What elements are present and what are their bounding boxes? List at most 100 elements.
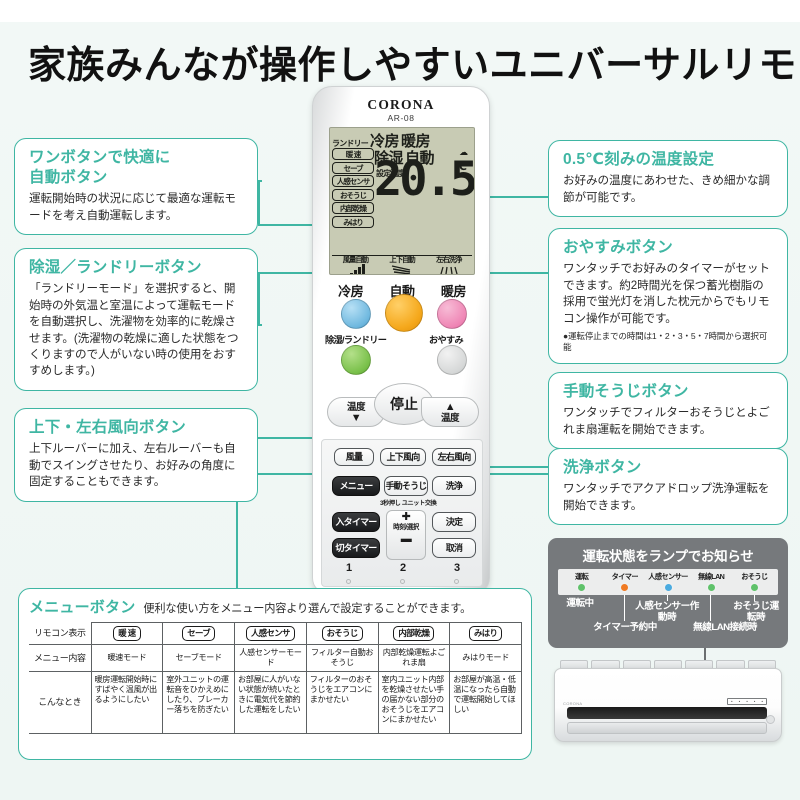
lamp-item-sensor: 人感センサー <box>646 572 689 591</box>
connector-auto-b <box>258 180 262 182</box>
lcdpill-4: 内部乾燥 <box>393 626 435 641</box>
number-row: 1 2 3 <box>322 562 484 574</box>
lamp-led-operation <box>578 584 586 591</box>
unit-lamp-dot-5: ● <box>761 700 763 703</box>
leftright-louver-svg <box>440 266 458 274</box>
connector-wash <box>455 473 548 475</box>
temp-up-label: 温度 <box>440 413 460 424</box>
lamp-item-operation: 運転 <box>560 572 603 591</box>
wash-button[interactable]: 洗浄 <box>432 476 476 496</box>
lcd-mode-row: ランドリー 冷房 暖房 <box>332 130 472 150</box>
lcd-leftright-label: 左右洗浄 <box>436 255 462 264</box>
usecase-cell-5: お部屋が高温・低温になったら自動で運転開始してほしい <box>449 671 522 734</box>
connector-auto-v <box>258 180 260 226</box>
temp-down-label: 温度 <box>346 402 366 413</box>
unit-shell: CORONA ● ● ● ● ● <box>554 668 782 742</box>
sleep-button[interactable] <box>437 345 467 375</box>
lcd-secondmode-row: 除湿 自動 <box>374 147 472 168</box>
lamp-led-wlan <box>707 584 715 591</box>
lamp-callout-clean: おそうじ運転時 <box>733 601 779 623</box>
callout-auto-heading-line1: ワンボタンで快適に <box>29 149 171 166</box>
content-cell-1: セーブモード <box>162 644 235 672</box>
leftright-louver-icon <box>425 263 472 274</box>
lcdpill-2: 人感センサ <box>245 626 295 641</box>
temp-up-button[interactable]: ▲ 温度 <box>421 397 479 427</box>
manual-clean-button[interactable]: 手動そうじ <box>384 476 428 496</box>
minus-icon[interactable]: ▬ <box>400 533 412 545</box>
menu-table: リモコン表示 暖 速 セーブ 人感センサ おそうじ 内部乾燥 みはり メニュー内… <box>29 622 522 734</box>
brand-logo: CORONA <box>367 97 435 112</box>
callout-wash-body: ワンタッチでアクアドロップ洗浄運転を開始できます。 <box>563 482 770 512</box>
lcd-tag-column: 暖 速 セーブ 人感センサ おそうじ 内部乾燥 みはり <box>332 147 374 255</box>
display-cell-2: 人感センサ <box>234 622 307 645</box>
updown-wind-button[interactable]: 上下風向 <box>380 448 426 466</box>
lcd-unit-label: ℃ <box>453 160 467 173</box>
chevron-down-icon: ▼ <box>350 412 362 424</box>
menu-card-title: メニューボタン <box>29 599 136 616</box>
number-2: 2 <box>399 562 407 574</box>
cancel-button[interactable]: 取消 <box>432 538 476 558</box>
fan-bars-icon <box>332 264 379 274</box>
callout-wind-body: 上下ルーバーに加え、左右ルーバーも自動でスイングさせたり、お好みの角度に固定する… <box>29 442 236 489</box>
content-cell-4: 内部乾燥運転よごれま扇 <box>377 644 451 672</box>
unit-lamp-dot-3: ● <box>746 700 748 703</box>
lcdpill-0: 暖 速 <box>113 626 141 641</box>
callout-wash-button: 洗浄ボタン ワンタッチでアクアドロップ洗浄運転を開始できます。 <box>548 448 788 526</box>
lamp-item-wlan: 無線LAN <box>690 572 733 591</box>
callout-auto-button: ワンボタンで快適に 自動ボタン 運転開始時の状況に応じて最適な運転モードを考え自… <box>14 138 258 236</box>
usecase-cell-2: お部屋に人がいない状態が続いたときに電気代を節約した運転をしたい <box>234 671 307 734</box>
callout-manual-clean-button: 手動そうじボタン ワンタッチでフィルターおそうじとよごれま扇運転を開始できます。 <box>548 372 788 450</box>
callout-auto-heading: ワンボタンで快適に 自動ボタン <box>29 148 245 188</box>
lcd-cool-indicator: 冷房 <box>370 132 400 150</box>
leftright-wind-button[interactable]: 左右風向 <box>432 448 476 466</box>
menu-card-subtitle: 便利な使い方をメニュー内容より選んで設定することができます。 <box>143 603 472 615</box>
page-title: 家族みんなが操作しやすいユニバーサルリモコン <box>28 45 800 87</box>
connector-dry <box>258 272 314 274</box>
callout-auto-heading-line2: 自動ボタン <box>29 169 108 187</box>
lcd-set-temp-label: 設定温度 <box>376 169 406 178</box>
callout-sleep-body: ワンタッチでお好みのタイマーがセットできます。約2時間光を保つ蓄光樹脂の採用で蛍… <box>563 262 770 325</box>
display-cell-3: おそうじ <box>305 622 379 645</box>
usecase-cell-3: フィルターのおそうじをエアコンにまかせたい <box>305 671 379 734</box>
lower-keypad-panel: 風量 上下風向 左右風向 メニュー 手動そうじ 洗浄 3秒押し ユニット交換 入… <box>321 439 483 587</box>
callout-wash-heading: 洗浄ボタン <box>563 459 642 476</box>
auto-button[interactable] <box>385 294 423 332</box>
confirm-button[interactable]: 決定 <box>432 512 476 532</box>
heat-button[interactable] <box>437 299 467 329</box>
lcd-airflow-labels: 風量自動 上下自動 左右洗浄 <box>332 255 472 264</box>
lamp-item-timer: タイマー <box>603 572 646 591</box>
callout-dry-laundry-button: 除湿／ランドリーボタン 「ランドリーモード」を選択すると、開始時の外気温と室温に… <box>14 248 258 391</box>
unit-logo: CORONA <box>563 701 583 706</box>
indoor-unit-illustration: CORONA ● ● ● ● ● <box>554 660 782 746</box>
connector-dry-b <box>258 324 262 326</box>
table-row-content: メニュー内容 暖速モード セーブモード 人感センサーモード フィルター自動おそう… <box>29 644 522 672</box>
wifi-icon: ☁ <box>459 148 468 158</box>
dry-laundry-button[interactable] <box>341 345 371 375</box>
lamp-tick-sensor <box>667 595 669 601</box>
callout-dry-body: 「ランドリーモード」を選択すると、開始時の外気温と室温によって運転モードを自動選… <box>29 282 239 378</box>
off-timer-button[interactable]: 切タイマー <box>332 538 380 558</box>
lamp-callout-sensor: 人感センサー作動時 <box>635 601 699 623</box>
label-heat: 暖房 <box>440 284 467 299</box>
table-row-usecase: こんなとき 暖房運転開始時にすばやく温風が出るようにしたい 室外ユニットの運転音… <box>29 671 522 734</box>
unit-lamp-dot-4: ● <box>753 700 756 703</box>
cool-button[interactable] <box>341 299 371 329</box>
plus-icon[interactable]: ✚ <box>401 511 411 523</box>
fan-speed-button[interactable]: 風量 <box>334 448 374 466</box>
on-timer-button[interactable]: 入タイマー <box>332 512 380 532</box>
menu-button[interactable]: メニュー <box>332 476 380 496</box>
lamp-name-timer: タイマー <box>611 572 639 581</box>
updown-louver-icon <box>379 263 426 274</box>
row-header-usecase: こんなとき <box>29 671 92 734</box>
lcd-tag-watch: みはり <box>332 215 374 228</box>
number-1: 1 <box>345 562 353 574</box>
display-cell-1: セーブ <box>162 622 235 645</box>
lcdpill-3: おそうじ <box>321 626 363 641</box>
lamp-name-clean: おそうじ <box>741 572 768 581</box>
time-select-pad[interactable]: ✚ 時刻/選択 ▬ <box>386 510 426 560</box>
display-cell-5: みはり <box>449 622 522 645</box>
menu-button-card: メニューボタン 便利な使い方をメニュー内容より選んで設定することができます。 リ… <box>18 588 532 760</box>
callout-auto-body: 運転開始時の状況に応じて最適な運転モードを考え自動運転します。 <box>29 192 236 222</box>
unit-louver-lower <box>567 722 767 734</box>
